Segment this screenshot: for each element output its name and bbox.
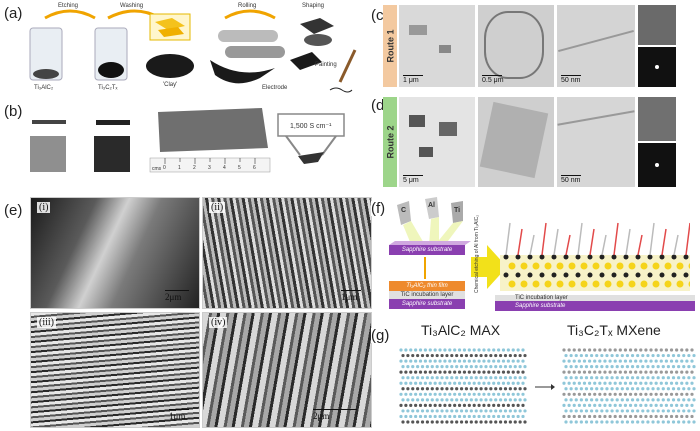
panel-c: (c) Route 1 1 μm 0.5 μm 50 nm <box>371 0 700 90</box>
panel-a-label: (a) <box>4 5 23 22</box>
sem-image-iv: (iv) 2μm <box>202 312 372 428</box>
route1-scale-1: 1 μm <box>403 77 419 84</box>
sem-scale-ii: 1μm <box>341 292 358 302</box>
step-rolling: Rolling <box>238 3 257 9</box>
ruler-n2: 2 <box>193 165 196 171</box>
route2-hrtem <box>638 97 676 141</box>
step-shaping: Shaping <box>302 3 325 9</box>
route2-tem-1: 5 μm <box>399 97 475 187</box>
route1-tem-1: 1 μm <box>399 5 475 87</box>
source-al: Al <box>428 202 435 209</box>
transform-arrow <box>535 384 555 390</box>
route1-tem-2: 0.5 μm <box>478 5 554 87</box>
left-incubation: TiC incubation layer <box>400 292 454 298</box>
panel-g: (g) Ti₃AlC₂ MAX Ti₃C₂Tₓ MXene <box>371 318 700 431</box>
route2-saed <box>638 143 676 187</box>
material-mxene: Ti₃C₂Tₓ <box>98 85 118 91</box>
ruler-n5: 5 <box>238 165 241 171</box>
mxene-title: Ti₃C₂Tₓ MXene <box>567 322 661 338</box>
route2-label: Route 2 <box>385 125 396 159</box>
material-painting: Painting <box>315 62 337 68</box>
route2-tem-3: 50 nm <box>557 97 635 187</box>
panel-f-label: (f) <box>371 200 386 217</box>
route2-tem-2 <box>478 97 554 187</box>
route2-bar: Route 2 <box>383 97 397 187</box>
panel-e-label: (e) <box>4 202 23 219</box>
sem-image-i: (i) 2μm <box>30 197 200 309</box>
panel-b-label: (b) <box>4 103 23 120</box>
route1-tem-3: 50 nm <box>557 5 635 87</box>
left-bottom-substrate: Sapphire substrate <box>401 301 453 307</box>
panel-f: (f) C Al Ti Sapphire substrate Ti₃AlC₂ t… <box>371 195 700 315</box>
ruler-n0: 0 <box>163 165 166 171</box>
sem-scale-i: 2μm <box>165 292 182 302</box>
etching-arrow-text: Chemical etching of Al from Ti₃AlC₂ <box>474 214 480 293</box>
route2-scale-1: 5 μm <box>403 177 419 184</box>
material-electrode: Electrode <box>262 85 288 91</box>
right-incubation: TiC incubation layer <box>515 295 568 301</box>
route1-hrtem <box>638 5 676 45</box>
panel-b-illustration <box>30 108 345 173</box>
sem-tag-ii: (ii) <box>209 202 226 213</box>
sem-scale-iv: 2μm <box>313 411 330 421</box>
left-top-substrate: Sapphire substrate <box>401 247 453 253</box>
route1-label: Route 1 <box>385 29 396 63</box>
mxene-lattice <box>560 346 696 426</box>
step-washing: Washing <box>120 3 144 9</box>
source-c: C <box>401 207 407 214</box>
panel-b: (b) 1,500 S cm⁻¹ cms 0 1 2 3 4 5 6 <box>0 100 370 190</box>
max-title: Ti₃AlC₂ MAX <box>421 322 501 338</box>
panel-a: (a) Etching Washing Rolling Shaping Ti₃A… <box>0 0 370 100</box>
sem-image-ii: (ii) 1μm <box>202 197 372 309</box>
sem-tag-i: (i) <box>37 202 51 213</box>
sem-tag-iv: (iv) <box>209 317 228 328</box>
ruler-n6: 6 <box>253 165 256 171</box>
panel-d: (d) Route 2 5 μm 50 nm <box>371 92 700 192</box>
ruler-unit: cms <box>152 166 162 172</box>
mxene-atom-layer <box>500 215 696 291</box>
ruler-n3: 3 <box>208 165 211 171</box>
sem-image-iii: (iii) 1μm <box>30 312 200 428</box>
conductivity-label: 1,500 S cm⁻¹ <box>290 123 332 130</box>
right-substrate: Sapphire substrate <box>515 303 566 309</box>
panel-a-illustration <box>29 9 357 93</box>
route1-saed <box>638 47 676 87</box>
ruler-n4: 4 <box>223 165 226 171</box>
left-film: Ti₃AlC₂ thin film <box>406 283 448 289</box>
panel-g-label: (g) <box>371 327 390 344</box>
material-clay: 'Clay' <box>163 82 178 88</box>
max-lattice <box>397 346 527 426</box>
route2-scale-3: 50 nm <box>561 177 581 184</box>
step-etching: Etching <box>58 3 79 9</box>
route1-scale-3: 50 nm <box>561 77 581 84</box>
ruler-n1: 1 <box>178 165 181 171</box>
sem-tag-iii: (iii) <box>37 317 56 328</box>
source-ti: Ti <box>454 207 461 214</box>
material-max: Ti₃AlC₂ <box>34 85 54 91</box>
route1-scale-2: 0.5 μm <box>482 77 504 84</box>
sem-scale-iii: 1μm <box>169 411 186 421</box>
panel-e: (e) (i) 2μm (ii) 1μm (iii) 1μm (iv) 2μm <box>0 195 372 431</box>
route1-bar: Route 1 <box>383 5 397 87</box>
